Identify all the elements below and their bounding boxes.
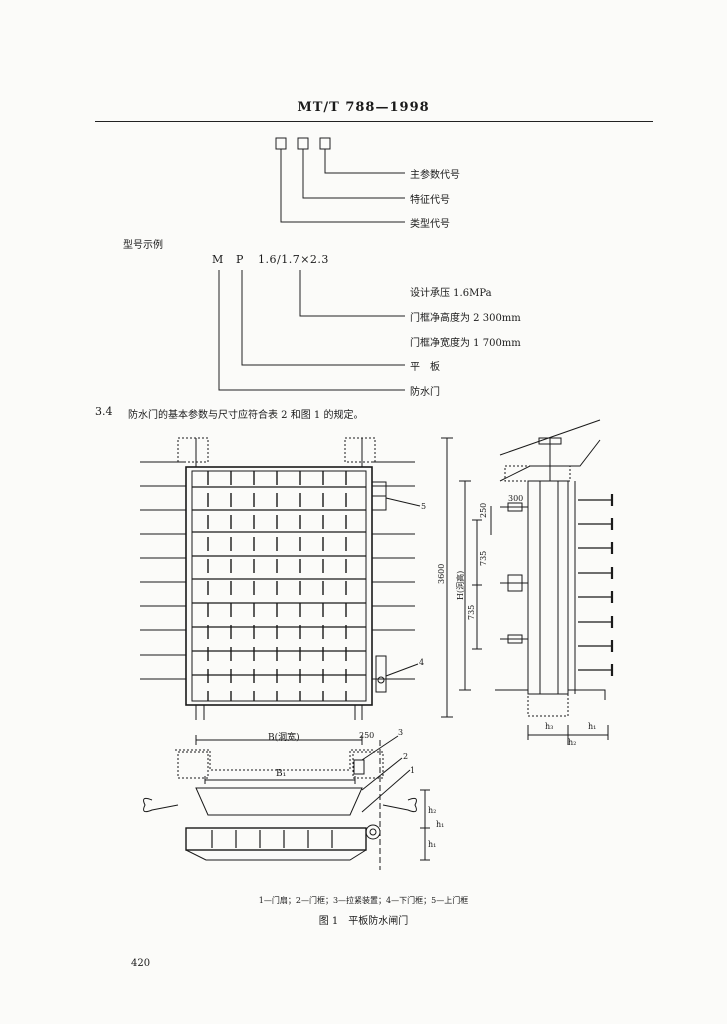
label-type-code: 类型代号 — [410, 219, 450, 230]
plan-view — [143, 735, 430, 870]
model-code-p: P — [236, 253, 244, 266]
front-elevation — [140, 437, 421, 720]
dim-h1-side-lower: h₁ — [428, 840, 437, 849]
callout-1: 1 — [410, 766, 416, 775]
clause-number: 3.4 — [95, 405, 113, 418]
dim-b-label: B(洞宽) — [268, 733, 300, 743]
label-main-param-code: 主参数代号 — [410, 170, 460, 181]
dim-h1: h₁ — [588, 722, 597, 731]
dim-300: 300 — [508, 494, 524, 503]
dim-h1-side: h₁ — [436, 820, 445, 829]
dim-h2: h₂ — [568, 738, 577, 747]
clause-text: 防水门的基本参数与尺寸应符合表 2 和图 1 的规定。 — [128, 410, 364, 421]
figure-caption: 图 1 平板防水闸门 — [318, 916, 409, 927]
dim-h2-side: h₂ — [428, 806, 437, 815]
callout-5: 5 — [421, 502, 427, 511]
dim-h-label: H(洞高) — [456, 570, 465, 600]
dim-h3: h₃ — [545, 722, 554, 731]
dim-735-upper: 735 — [479, 550, 488, 566]
standard-code: MT/T 788—1998 — [297, 100, 430, 115]
callout-4: 4 — [419, 658, 425, 667]
dim-b1: B₁ — [276, 769, 287, 779]
callout-2: 2 — [403, 752, 409, 761]
dim-250-plan: 250 — [359, 731, 375, 740]
label-feature-code: 特征代号 — [410, 195, 450, 206]
model-item-width: 门框净宽度为 1 700mm — [410, 338, 521, 349]
model-item-flat: 平 板 — [410, 362, 440, 373]
model-code-params: 1.6/1.7×2.3 — [258, 253, 329, 266]
figure-legend: 1—门扇；2—门框；3—拉紧装置；4—下门框；5—上门框 — [258, 896, 469, 905]
dim-3600: 3600 — [437, 563, 446, 584]
dim-250-side: 250 — [479, 502, 488, 518]
model-code-m: M — [212, 253, 224, 266]
header-rule — [95, 121, 653, 122]
page-number: 420 — [131, 958, 151, 969]
model-item-pressure: 设计承压 1.6MPa — [410, 288, 492, 299]
dim-735-lower: 735 — [467, 604, 476, 620]
model-example-title: 型号示例 — [123, 240, 163, 251]
model-item-height: 门框净高度为 2 300mm — [410, 313, 521, 324]
side-section — [441, 419, 614, 745]
callout-3: 3 — [398, 728, 404, 737]
model-item-door: 防水门 — [410, 387, 440, 398]
